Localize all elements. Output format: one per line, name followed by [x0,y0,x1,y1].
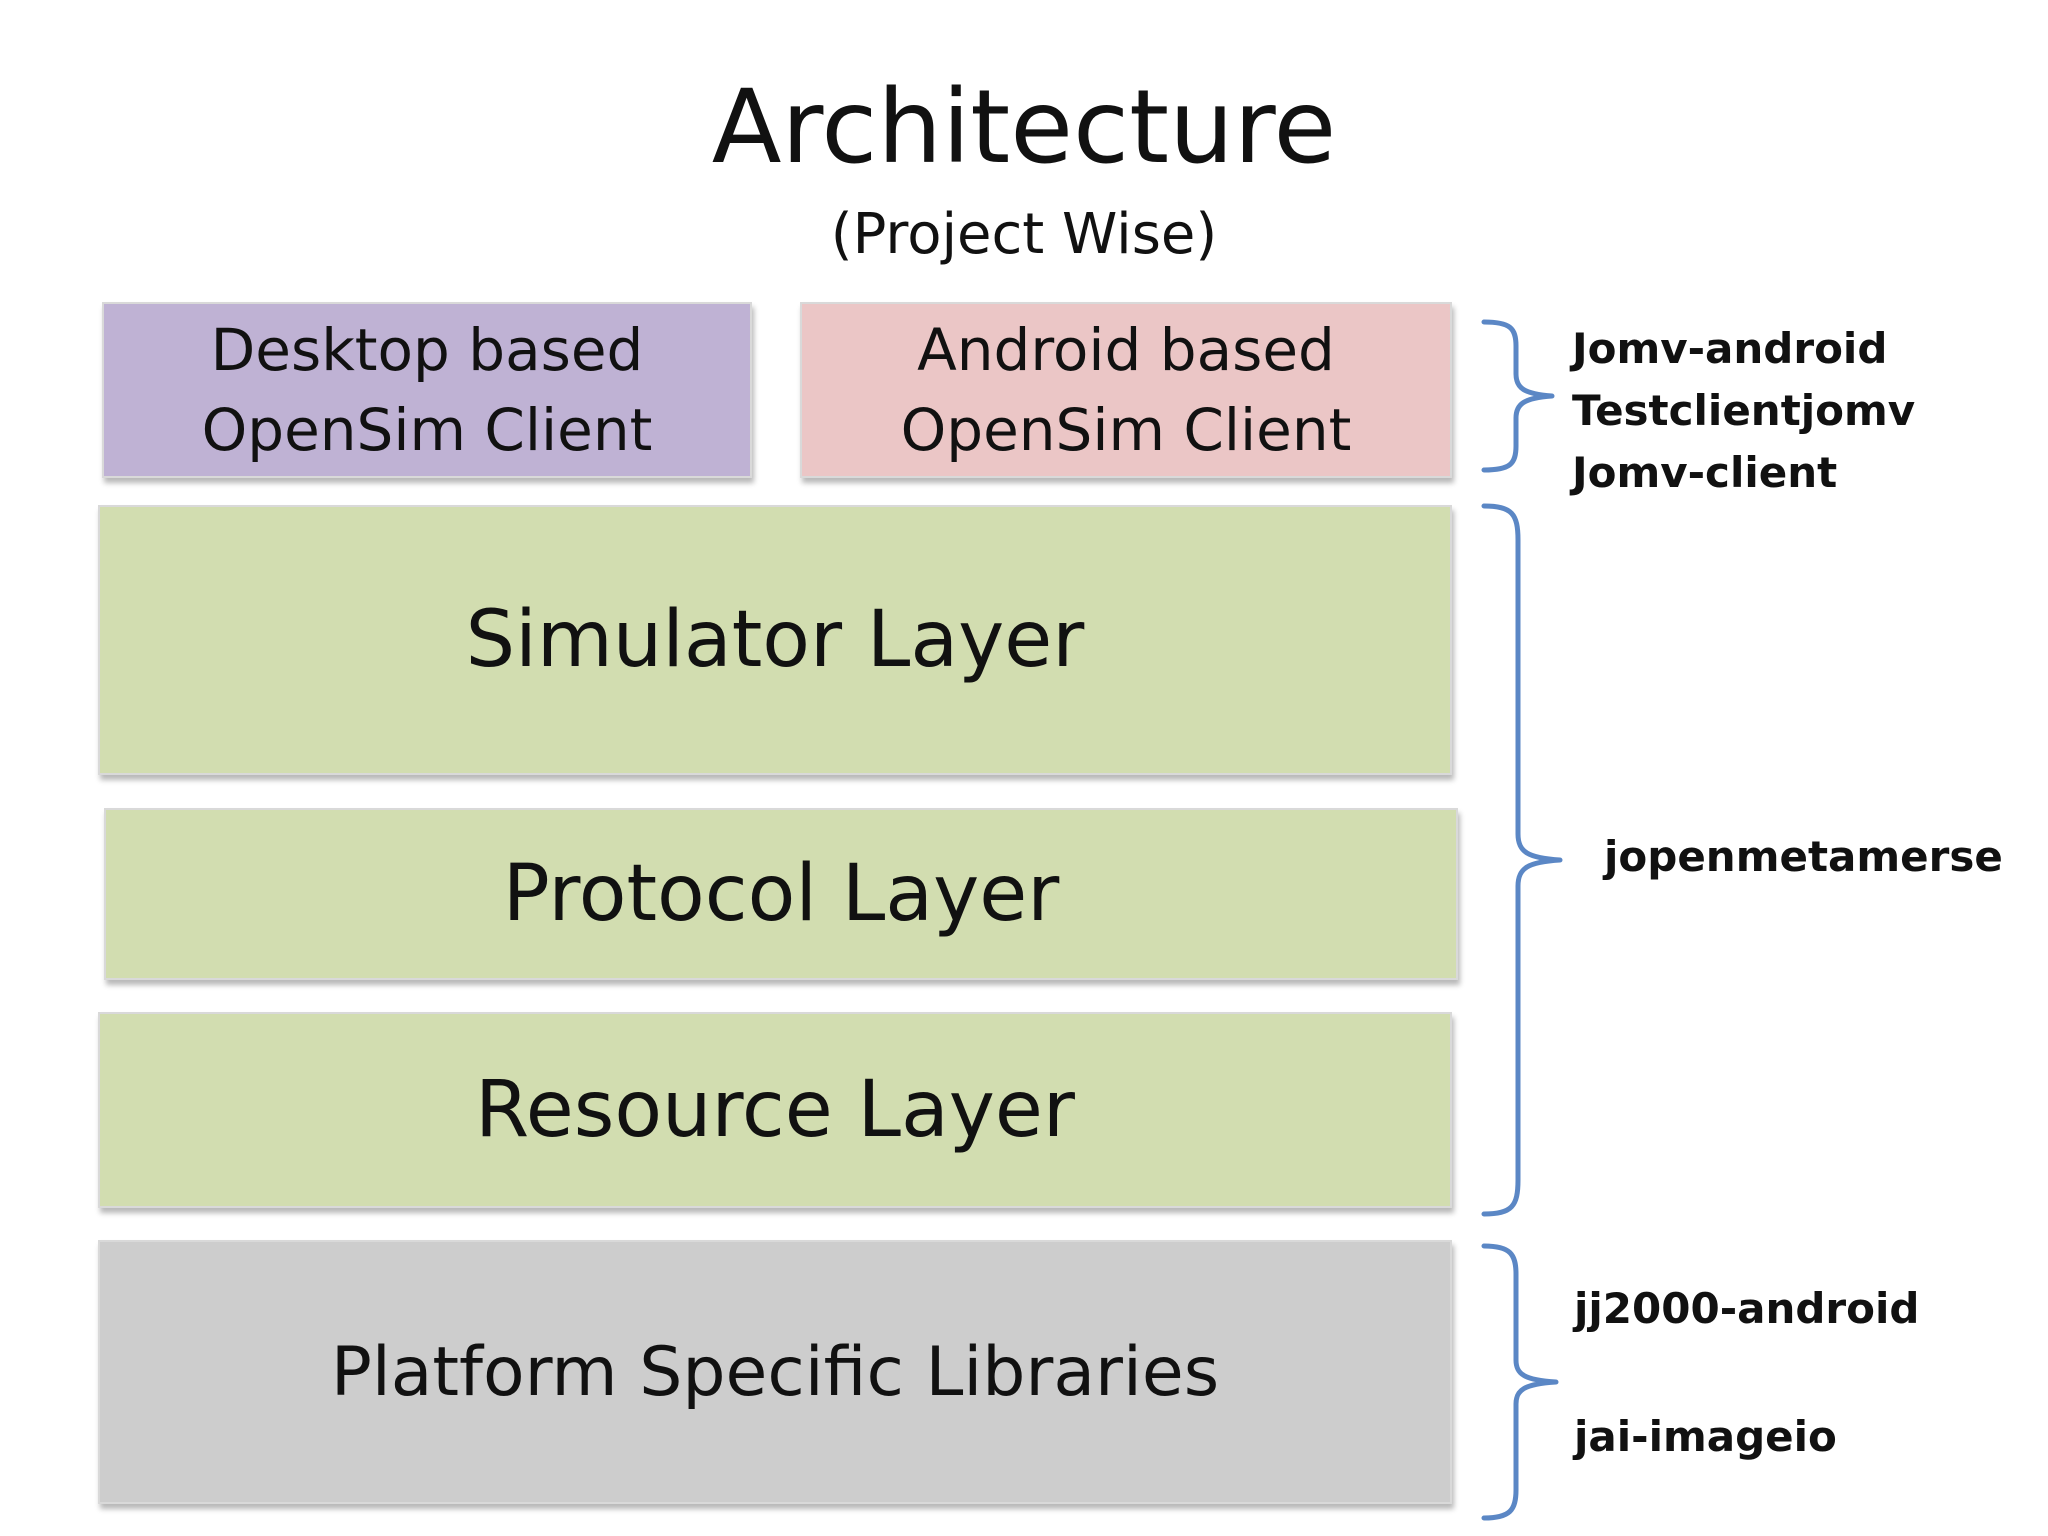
platform-libraries-label: Platform Specific Libraries [330,1332,1220,1412]
resource-layer-label: Resource Layer [475,1065,1075,1155]
simulator-layer-box: Simulator Layer [98,505,1452,775]
android-client-box: Android based OpenSim Client [800,302,1452,478]
client-project-item: Testclientjomv [1572,386,1916,435]
protocol-layer-label: Protocol Layer [502,849,1060,939]
client-projects-list: Jomv-android Testclientjomv Jomv-client [1572,318,1915,504]
client-project-item: Jomv-client [1572,448,1838,497]
client-brace [1481,319,1555,473]
android-client-label-line1: Android based [917,316,1335,384]
android-client-label-line2: OpenSim Client [900,396,1352,464]
desktop-client-box: Desktop based OpenSim Client [102,302,752,478]
platform-libraries-box: Platform Specific Libraries [98,1240,1452,1504]
simulator-layer-label: Simulator Layer [465,595,1085,685]
platform-project-label-2: jai-imageio [1574,1412,1837,1461]
platform-brace [1481,1243,1559,1521]
desktop-client-label-line2: OpenSim Client [201,396,653,464]
layers-project-label: jopenmetamerse [1604,832,2003,881]
slide-title: Architecture [711,68,1337,187]
platform-project-label-1: jj2000-android [1574,1284,1920,1333]
resource-layer-box: Resource Layer [98,1012,1452,1208]
desktop-client-label-line1: Desktop based [210,316,644,384]
protocol-layer-box: Protocol Layer [104,808,1458,980]
client-project-item: Jomv-android [1572,324,1888,373]
layers-brace [1481,503,1563,1217]
slide-subtitle: (Project Wise) [830,202,1218,267]
